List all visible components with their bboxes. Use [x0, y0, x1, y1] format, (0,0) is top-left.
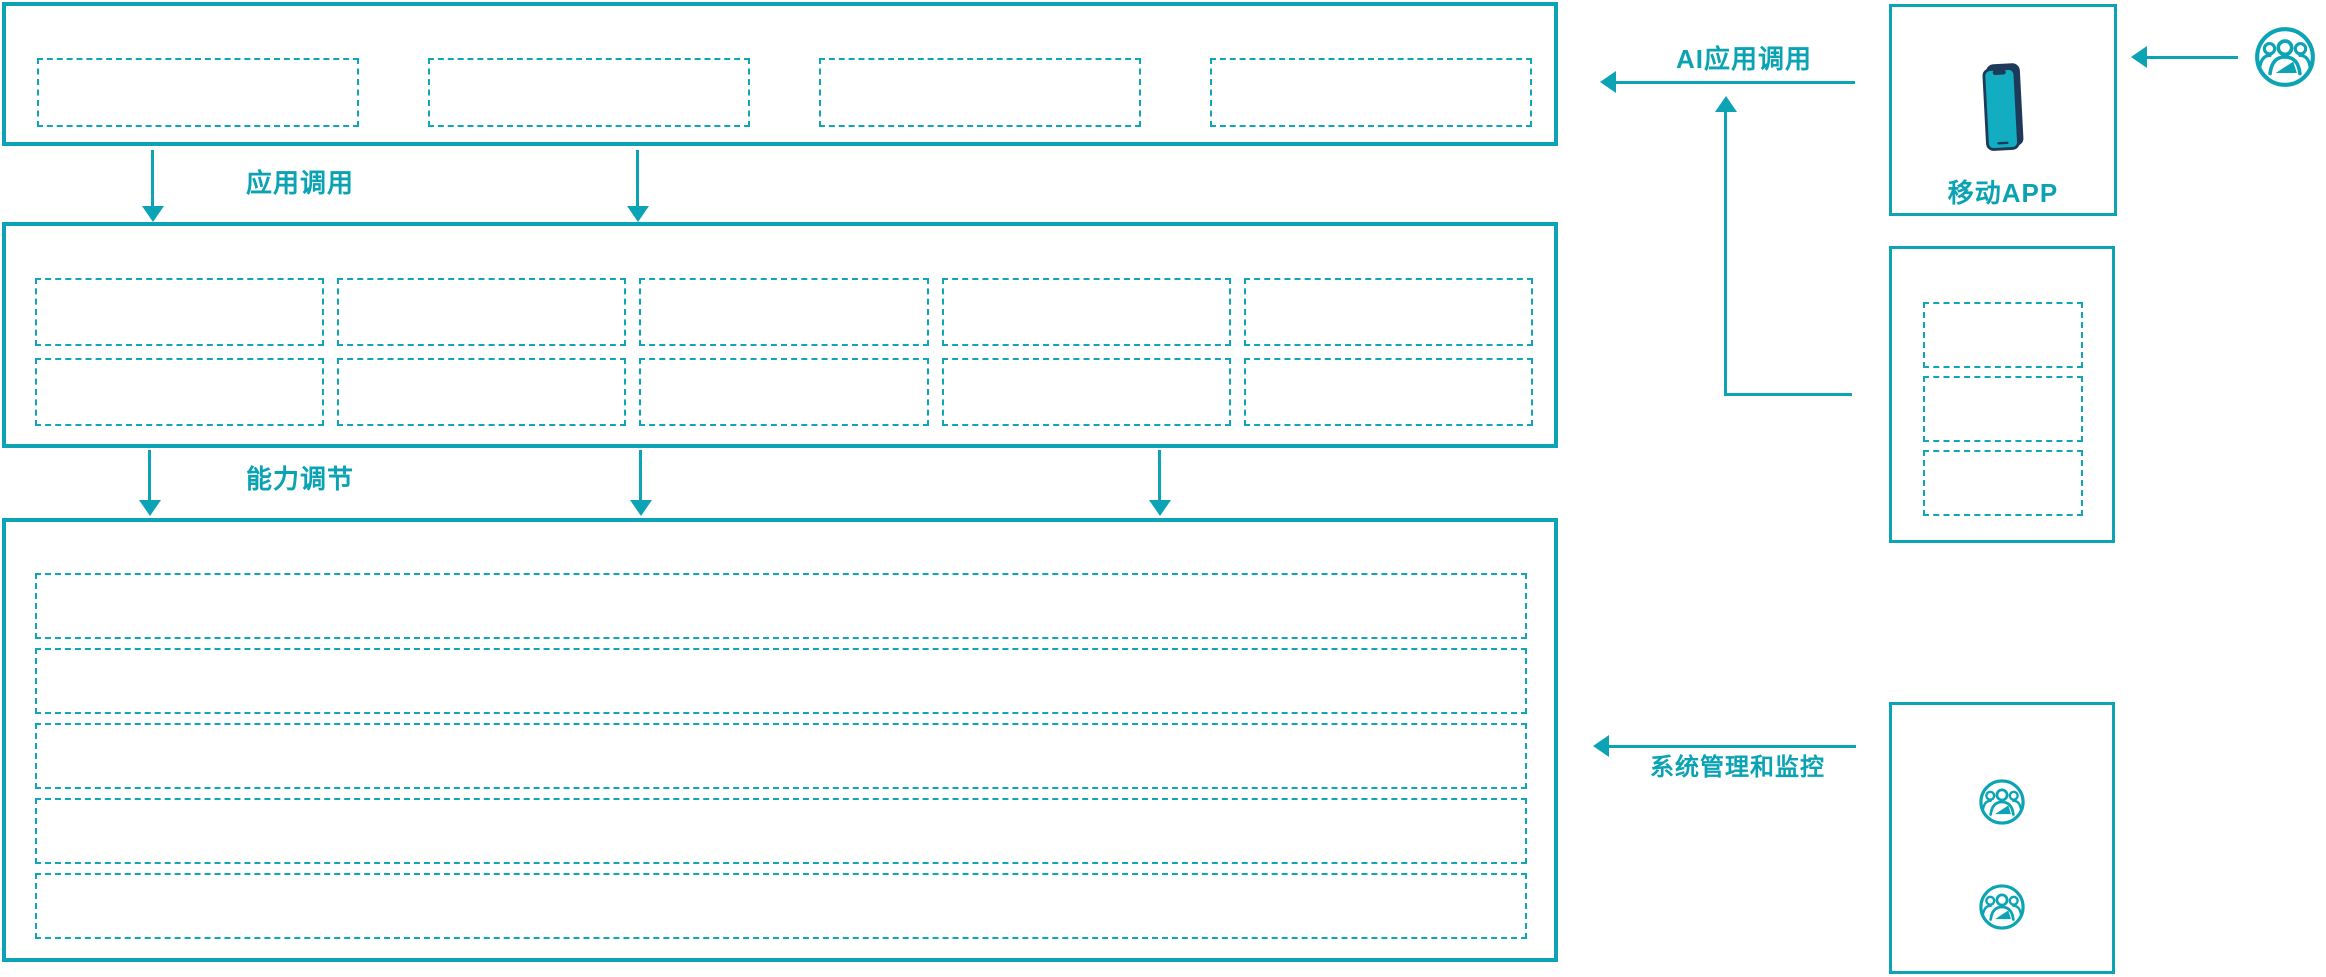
bottom-layer-box — [2, 518, 1558, 962]
right-panel-placeholders — [1923, 302, 2083, 516]
placeholder-box — [37, 58, 359, 127]
user-group-icon — [1977, 882, 2027, 937]
placeholder-box — [941, 358, 1231, 426]
placeholder-box — [1923, 376, 2083, 442]
label-system-monitor: 系统管理和监控 — [1650, 754, 1825, 781]
placeholder-box — [35, 358, 325, 426]
label-capability-adjust: 能力调节 — [246, 464, 355, 494]
placeholder-box — [1210, 58, 1532, 127]
arrow-down-shaft — [151, 150, 154, 206]
arrow-left-head — [2131, 46, 2147, 68]
middle-layer-placeholders — [35, 278, 1533, 426]
arrow-down-head — [626, 206, 649, 222]
mobile-app-box: 移动APP — [1889, 4, 2117, 216]
arrow-left-shaft — [1609, 744, 1856, 748]
placeholder-box — [1243, 358, 1533, 426]
smartphone-icon — [1979, 61, 2027, 160]
arrow-down-head — [1148, 500, 1171, 516]
arrow-left-shaft — [2147, 55, 2238, 59]
middle-layer-box — [2, 222, 1558, 448]
placeholder-row — [35, 723, 1527, 789]
placeholder-box — [35, 278, 325, 346]
arrow-down-shaft — [639, 450, 642, 500]
placeholder-box — [819, 58, 1141, 127]
placeholder-row — [35, 873, 1527, 939]
top-layer-placeholders — [37, 58, 1532, 127]
arrow-left-head — [1593, 735, 1609, 757]
placeholder-row — [35, 798, 1527, 864]
bottom-layer-placeholders — [35, 573, 1527, 939]
arrow-down-head — [629, 500, 652, 516]
label-ai-app-call: AI应用调用 — [1676, 44, 1813, 74]
right-panel-box — [1889, 246, 2115, 543]
user-group-icon — [2252, 24, 2318, 95]
arrow-down-shaft — [636, 150, 639, 206]
placeholder-box — [337, 358, 627, 426]
placeholder-box — [337, 278, 627, 346]
arrow-up-head — [1714, 96, 1737, 112]
placeholder-box — [1923, 302, 2083, 368]
arrow-down-head — [141, 206, 164, 222]
arrow-left-shaft — [1616, 80, 1855, 84]
placeholder-box — [639, 278, 929, 346]
label-app-call: 应用调用 — [246, 168, 355, 198]
connector-vertical — [1724, 112, 1727, 396]
arrow-left-head — [1600, 71, 1616, 93]
connector-horizontal — [1724, 393, 1852, 396]
arrow-down-shaft — [1158, 450, 1161, 500]
placeholder-box — [941, 278, 1231, 346]
placeholder-row — [35, 573, 1527, 639]
mobile-app-label: 移动APP — [1947, 178, 2059, 208]
arrow-down-head — [138, 500, 161, 516]
placeholder-row — [35, 648, 1527, 714]
top-layer-box — [2, 2, 1558, 146]
placeholder-box — [1243, 278, 1533, 346]
admin-user-icons — [1892, 705, 2112, 971]
placeholder-box — [639, 358, 929, 426]
arrow-down-shaft — [148, 450, 151, 500]
admin-users-box — [1889, 702, 2115, 974]
placeholder-box — [428, 58, 750, 127]
user-group-icon — [1977, 777, 2027, 832]
placeholder-box — [1923, 450, 2083, 516]
